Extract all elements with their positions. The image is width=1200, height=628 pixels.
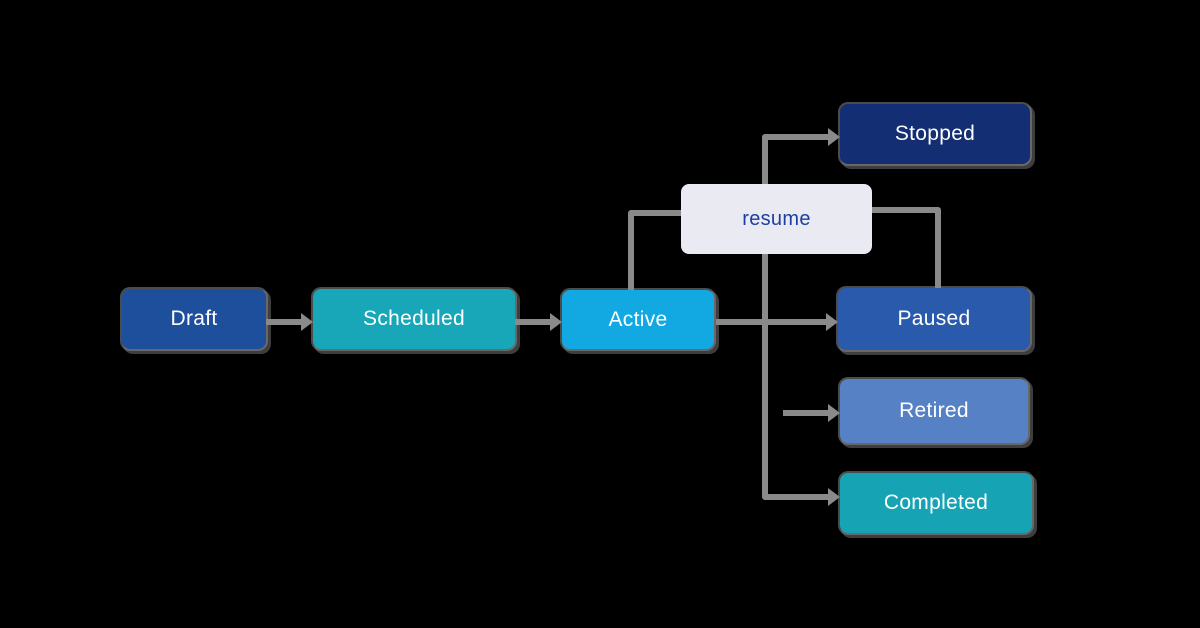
edge-resume-to-paused <box>872 207 941 288</box>
arrowhead-scheduled-to-active <box>550 313 562 331</box>
arrowhead-to-retired <box>828 404 840 422</box>
node-paused: Paused <box>838 288 1030 350</box>
edge-resume-to-completed <box>762 254 830 500</box>
edge-resume-to-active <box>628 210 681 290</box>
node-active: Active <box>562 290 714 349</box>
node-label-draft: Draft <box>170 307 218 330</box>
node-label-completed: Completed <box>883 491 989 514</box>
node-stopped: Stopped <box>840 104 1030 164</box>
node-label-retired: Retired <box>899 399 969 422</box>
node-draft: Draft <box>122 289 266 349</box>
node-completed: Completed <box>840 473 1032 533</box>
node-label-resume: resume <box>742 207 811 230</box>
arrowhead-draft-to-scheduled <box>301 313 313 331</box>
node-retired: Retired <box>840 379 1028 443</box>
arrowhead-resume-to-completed <box>828 488 840 506</box>
node-resume: resume <box>681 184 872 254</box>
arrowhead-active-to-paused <box>826 313 838 331</box>
arrowhead-resume-to-stopped <box>828 128 840 146</box>
node-label-active: Active <box>608 307 668 331</box>
edge-resume-to-stopped <box>762 134 830 184</box>
node-label-paused: Paused <box>897 307 971 330</box>
node-label-stopped: Stopped <box>894 122 976 145</box>
node-scheduled: Scheduled <box>313 289 515 349</box>
node-label-scheduled: Scheduled <box>363 307 465 330</box>
